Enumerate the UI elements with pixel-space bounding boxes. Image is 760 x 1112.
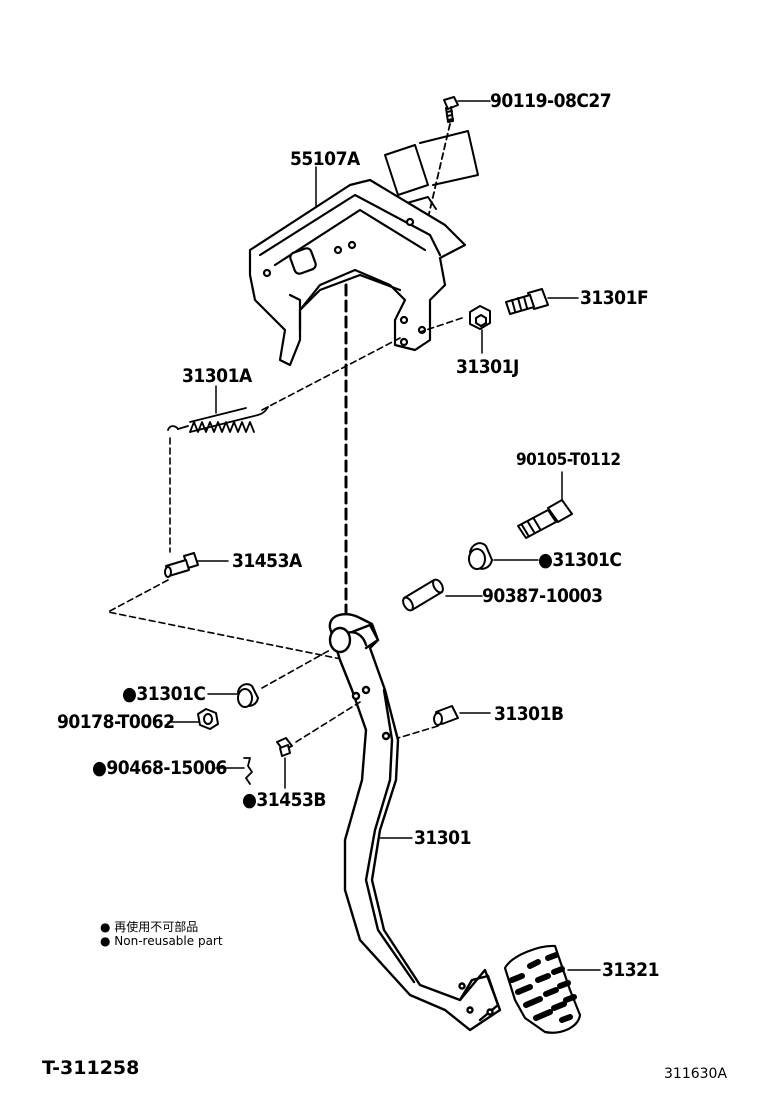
bushing-31301c-right-icon — [468, 542, 493, 570]
label-31301f: 31301F — [580, 287, 649, 309]
dash-bushing-pedal — [261, 649, 331, 689]
label-31301a: 31301A — [182, 365, 252, 387]
label-31453a: 31453A — [232, 550, 302, 572]
bolt-31301f-icon — [505, 288, 549, 315]
bolt-90119-icon — [443, 96, 459, 123]
pedal-bracket-55107a-icon — [248, 178, 467, 367]
label-90119: 90119-08C27 — [490, 90, 612, 112]
label-90105: 90105-T0112 — [516, 450, 621, 470]
nut-90178-icon — [197, 708, 219, 730]
pedal-pad-31321-icon — [503, 944, 582, 1034]
dash-bumper-pedal — [397, 725, 439, 739]
label-90468: ●90468-15006 — [92, 757, 227, 779]
collar-90387-icon — [402, 578, 444, 612]
dash-spring-bracket — [261, 337, 401, 411]
label-31301j: 31301J — [456, 356, 519, 378]
label-31301b: 31301B — [494, 703, 564, 725]
dash-pin-pedal — [107, 579, 357, 663]
clip-90468-icon — [243, 757, 253, 785]
illustration-code-right: 311630A — [664, 1066, 728, 1082]
bolt-90105-icon — [517, 499, 573, 539]
label-90178: 90178-T0062 — [57, 711, 175, 733]
bumper-31301b-icon — [433, 705, 459, 726]
dash-31301j — [419, 317, 463, 333]
label-31321: 31321 — [602, 959, 659, 981]
pedal-arm-31301-icon — [328, 613, 502, 1032]
legend-non-reusable-en: ● Non-reusable part — [100, 934, 223, 948]
legend-non-reusable-jp: ● 再使用不可部品 — [100, 920, 199, 934]
label-31301c-left: ●31301C — [122, 683, 206, 705]
bushing-31301c-left-icon — [237, 683, 259, 708]
label-31453b: ●31453B — [242, 789, 326, 811]
nut-31301j-icon — [469, 305, 491, 330]
bracket-tab-icon — [384, 130, 479, 210]
label-90387: 90387-10003 — [482, 585, 603, 607]
pin-31453b-icon — [276, 737, 293, 757]
spring-31301a-icon — [167, 406, 269, 433]
label-31301c-right: ●31301C — [538, 549, 622, 571]
label-31301: 31301 — [414, 827, 471, 849]
pin-31453a-icon — [164, 552, 199, 578]
label-55107a: 55107A — [290, 148, 360, 170]
illustration-code-left: T-311258 — [42, 1057, 140, 1079]
dash-pin-b-pedal — [295, 701, 361, 743]
